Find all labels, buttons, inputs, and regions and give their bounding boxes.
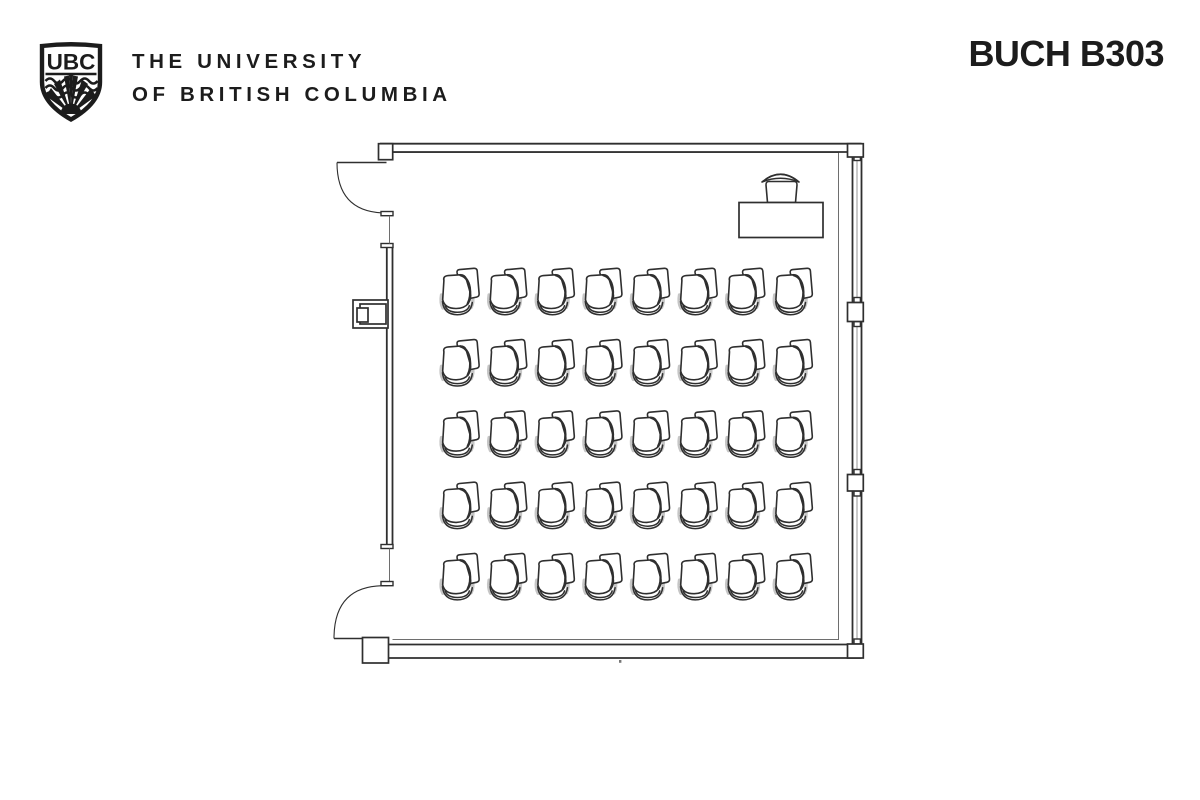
chair-r1-c3 (534, 266, 577, 317)
lectern (765, 180, 798, 204)
crest-sunburst (46, 75, 96, 114)
chair-r5-c5 (629, 551, 672, 602)
door-swing-arc (333, 585, 388, 639)
door-swing-arc (336, 162, 387, 214)
chair-r5-c2 (486, 551, 529, 602)
ubc-crest-icon: UBC (39, 42, 103, 123)
chair-r2-c7 (724, 337, 767, 388)
window-mullion (846, 301, 865, 323)
seating-area (439, 266, 815, 602)
chair-r2-c6 (677, 337, 719, 388)
chair-r2-c4 (582, 337, 624, 388)
chair-r3-c5 (629, 409, 672, 460)
chair-r4-c2 (486, 480, 529, 531)
chair-r5-c3 (534, 551, 577, 602)
university-name-line2: OF BRITISH COLUMBIA (132, 83, 452, 106)
window-mullion (846, 473, 865, 492)
chair-r1-c7 (724, 266, 767, 317)
chair-r3-c4 (582, 409, 624, 460)
door-bottom-left (333, 548, 394, 664)
corner-column (361, 636, 390, 664)
chair-r1-c4 (582, 266, 624, 317)
chair-r4-c3 (534, 480, 577, 531)
wall-top (379, 142, 862, 153)
wall-cabinet (352, 299, 389, 329)
chair-r4-c6 (677, 480, 719, 531)
chair-r1-c5 (629, 266, 672, 317)
brand-header: UBC THE UNIVERSITY OF BRITISH COLUMBIA (36, 40, 452, 124)
chair-r2-c5 (629, 337, 672, 388)
wall-left (380, 242, 394, 550)
university-wordmark: THE UNIVERSITY OF BRITISH COLUMBIA (132, 40, 452, 111)
wall-bottom (363, 643, 862, 659)
door-stop (380, 580, 394, 587)
chair-r2-c8 (772, 337, 815, 388)
chair-r1-c8 (772, 266, 815, 317)
chair-r3-c1 (439, 409, 481, 460)
window-wall-right (846, 142, 865, 659)
crest-monogram: UBC (47, 50, 96, 75)
chair-r4-c1 (439, 480, 481, 531)
window-mullion (846, 142, 865, 158)
floor-plan (333, 142, 865, 664)
door-jamb (377, 142, 394, 161)
chair-r1-c1 (439, 266, 481, 317)
chair-r3-c6 (677, 409, 719, 460)
lectern-top-inner (765, 173, 796, 180)
chair-r5-c6 (677, 551, 719, 602)
chair-r5-c7 (724, 551, 767, 602)
chair-r5-c1 (439, 551, 481, 602)
chair-r4-c4 (582, 480, 624, 531)
chair-r5-c4 (582, 551, 624, 602)
instructor-table (738, 201, 824, 239)
chair-r3-c8 (772, 409, 815, 460)
chair-r3-c7 (724, 409, 767, 460)
chair-r1-c6 (677, 266, 719, 317)
chair-r4-c8 (772, 480, 815, 531)
room-code-title: BUCH B303 (968, 33, 1164, 74)
plan-artifact-dot (619, 660, 622, 663)
window-mullion (846, 643, 865, 659)
chair-r4-c7 (724, 480, 767, 531)
instructor-station (738, 173, 824, 239)
door-top-left (336, 142, 394, 244)
chair-r1-c2 (486, 266, 529, 317)
door-stop (380, 210, 394, 217)
chair-r2-c1 (439, 337, 481, 388)
chair-r5-c8 (772, 551, 815, 602)
crest-shield-outline (39, 42, 103, 123)
university-name-line1: THE UNIVERSITY (132, 50, 367, 73)
chair-r3-c3 (534, 409, 577, 460)
chair-r2-c3 (534, 337, 577, 388)
chair-r3-c2 (486, 409, 529, 460)
chair-r2-c2 (486, 337, 529, 388)
chair-r4-c5 (629, 480, 672, 531)
